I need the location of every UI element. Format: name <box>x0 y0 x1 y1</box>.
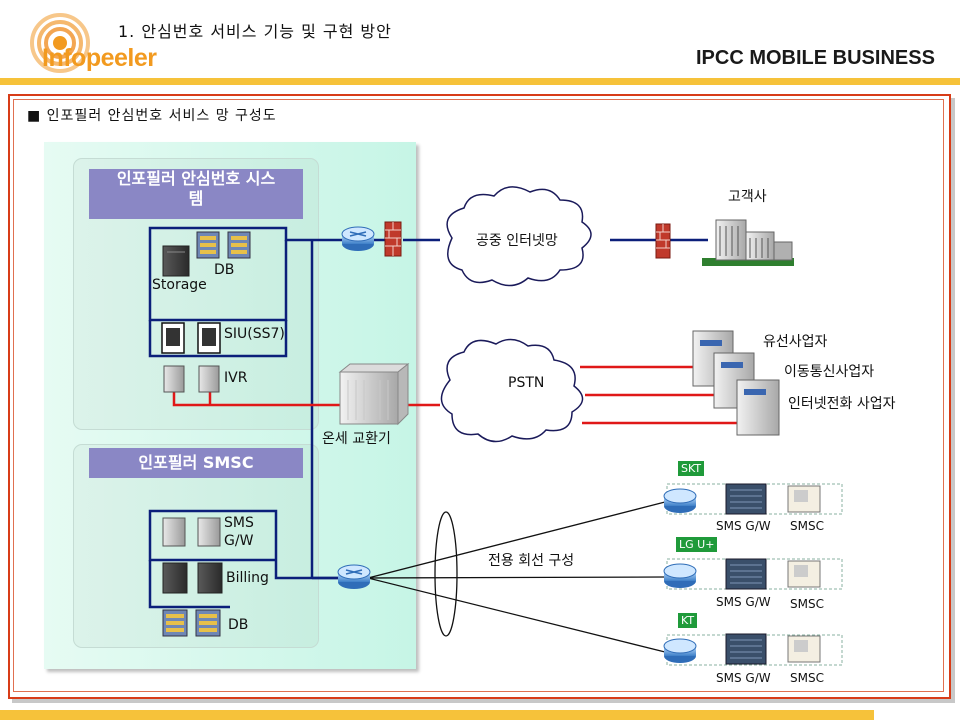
exchange-building-icon <box>338 362 410 426</box>
system-bus-lines <box>148 226 708 609</box>
router-icon <box>341 226 375 251</box>
provider-server-icon <box>692 330 780 436</box>
billing-server-icon <box>162 562 223 594</box>
logo <box>30 6 180 78</box>
customer-label: 고객사 <box>728 189 767 205</box>
customer-building-icon <box>702 219 794 266</box>
section-title: ■ 인포필러 안심번호 서비스 망 구성도 <box>27 108 277 124</box>
exchange-label: 온세 교환기 <box>322 431 391 447</box>
siu-server-icon <box>161 322 221 354</box>
carrier-smsc-label: SMSC <box>790 597 824 611</box>
smsc-db-disk-icon <box>162 609 221 637</box>
storage-server-icon <box>162 245 190 277</box>
bottom-accent-bar <box>0 710 874 720</box>
billing-label: Billing <box>226 570 269 586</box>
smsc-box-title: 인포필러 SMSC <box>89 448 303 478</box>
voice-lines <box>172 365 740 425</box>
pstn-label: PSTN <box>508 375 545 391</box>
firewall-icon <box>384 221 402 257</box>
carrier-smsc-label: SMSC <box>790 519 824 533</box>
logo-text: Infopeeler <box>42 44 157 72</box>
carrier-tag-lgu: LG U+ <box>676 537 718 552</box>
storage-label: Storage <box>152 277 207 293</box>
provider-label-mobile: 이동통신사업자 <box>784 364 875 380</box>
router-icon <box>663 638 697 663</box>
firewall-icon <box>655 223 671 259</box>
db-label: DB <box>214 262 235 278</box>
carrier-tag-kt: KT <box>678 613 698 628</box>
sms-gw-server-icon <box>162 517 221 547</box>
content-frame-inner <box>13 99 944 692</box>
carrier-tag-skt: SKT <box>678 461 705 476</box>
sms-gw-label: SMS G/W <box>224 515 254 549</box>
carrier-gw-label: SMS G/W <box>716 519 771 533</box>
router-icon <box>663 563 697 588</box>
siu-label: SIU(SS7) <box>224 326 285 342</box>
provider-label-voip: 인터넷전화 사업자 <box>788 396 896 412</box>
router-icon <box>663 488 697 513</box>
internet-cloud-icon <box>446 186 592 287</box>
carrier-gw-label: SMS G/W <box>716 595 771 609</box>
top-accent-bar <box>0 78 960 85</box>
carrier-sms-gw-icon <box>725 483 767 665</box>
provider-label-wired: 유선사업자 <box>763 334 828 350</box>
ivr-label: IVR <box>224 370 248 386</box>
signal-waves-icon <box>30 13 90 73</box>
router-icon <box>337 564 371 589</box>
ivr-server-icon <box>163 365 220 393</box>
dedicated-line-label: 전용 회선 구성 <box>488 553 575 569</box>
system-box-title: 인포필러 안심번호 시스템 <box>89 169 303 219</box>
page-title: 1. 안심번호 서비스 기능 및 구현 방안 <box>118 22 392 41</box>
carrier-smsc-label: SMSC <box>790 671 824 685</box>
brand-name: IPCC MOBILE BUSINESS <box>696 47 935 69</box>
public-internet-label: 공중 인터넷망 <box>476 233 558 249</box>
dedicated-lines <box>367 501 666 653</box>
db-disk-icon <box>196 231 251 259</box>
pstn-cloud-icon <box>440 338 584 443</box>
smsc-db-label: DB <box>228 617 249 633</box>
carrier-smsc-icon <box>787 485 821 663</box>
carrier-gw-label: SMS G/W <box>716 671 771 685</box>
